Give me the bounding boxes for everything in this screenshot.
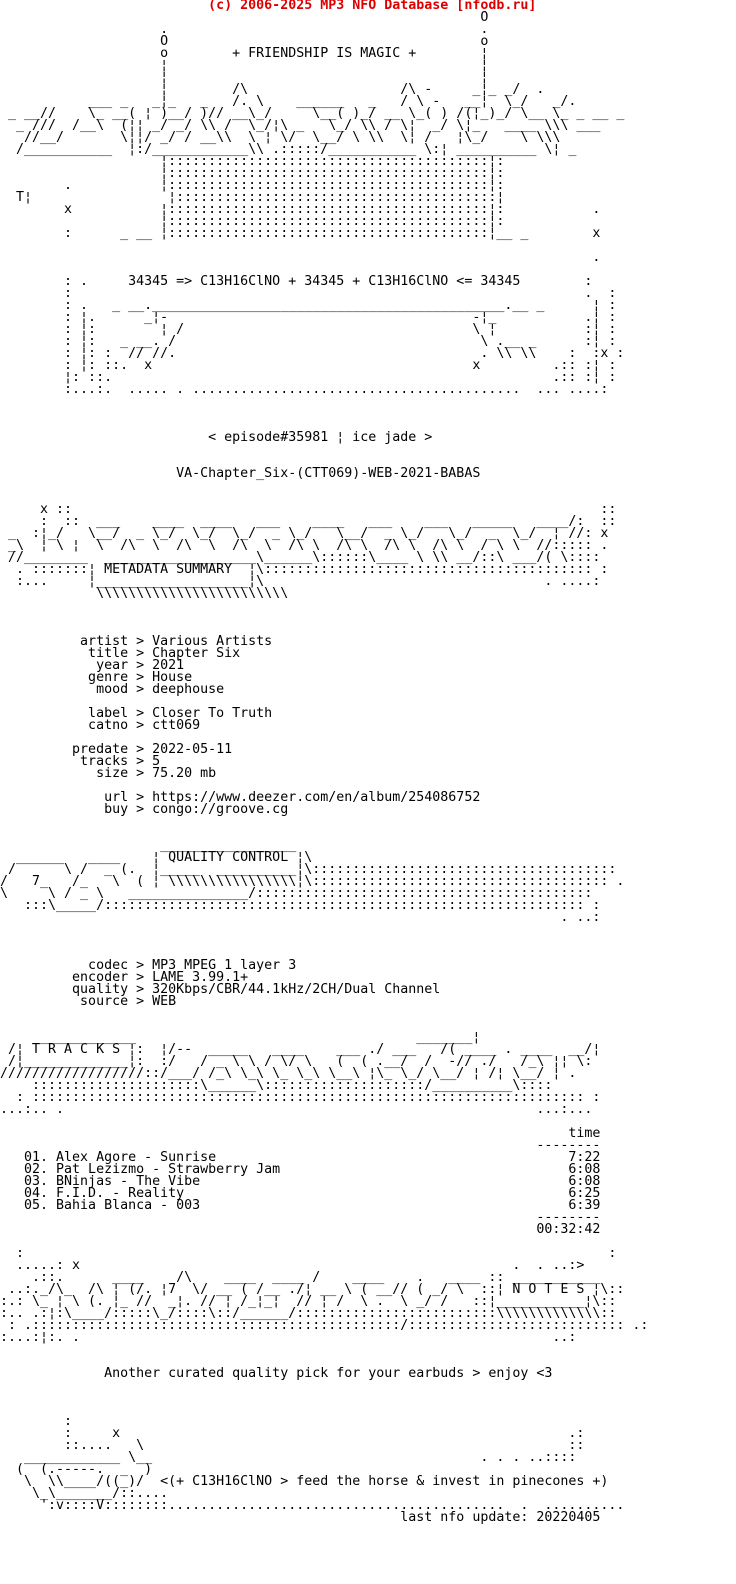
- nfo-ascii-body: O . . O o o + FRIENDSHIP IS MAGIC + ¦: [0, 10, 649, 1525]
- copyright-header: (c) 2006-2025 MP3 NFO Database [nfodb.ru…: [0, 0, 537, 13]
